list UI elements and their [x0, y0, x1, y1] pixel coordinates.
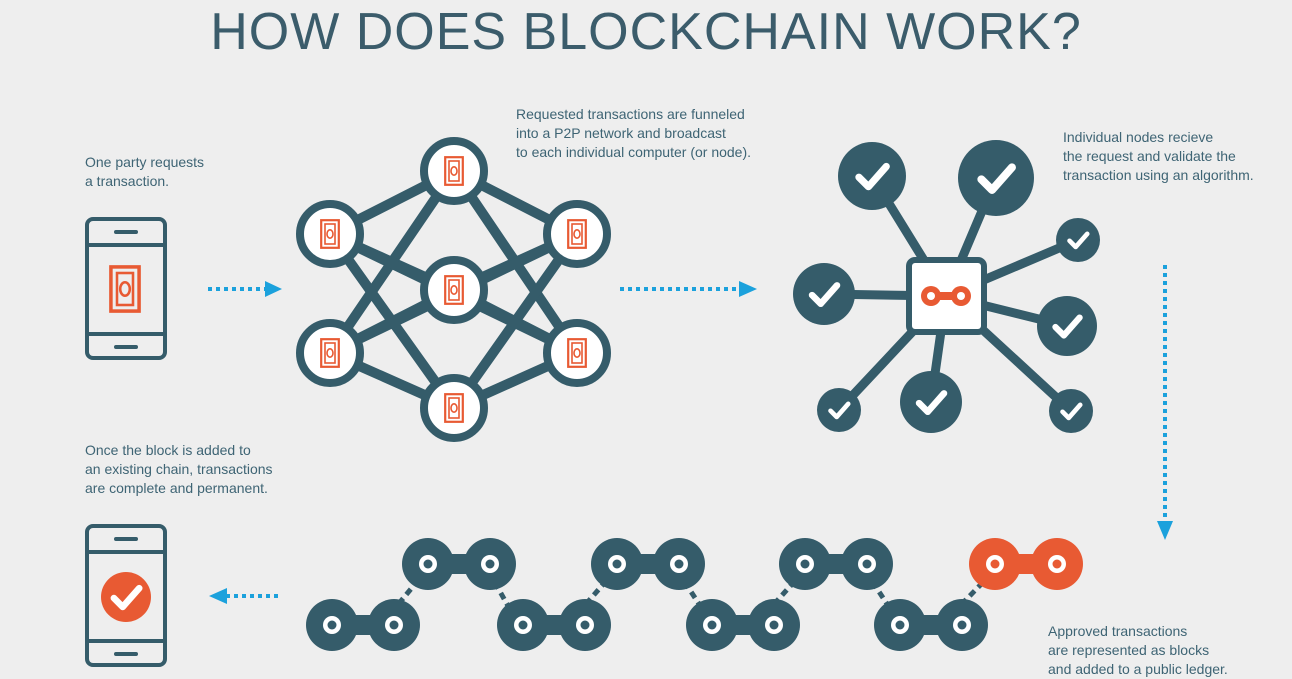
network-node — [543, 200, 611, 268]
validated-node-check-icon — [1056, 218, 1100, 262]
step-1-description: One party requests a transaction. — [85, 154, 205, 189]
network-node — [420, 374, 488, 442]
validated-node-check-icon — [1037, 296, 1097, 356]
p2p-network — [296, 137, 611, 442]
network-node — [420, 137, 488, 205]
checkmark-icon — [101, 572, 151, 622]
validation-hub — [793, 140, 1100, 433]
chain-block-link-icon — [874, 599, 988, 651]
blockchain-ledger — [306, 538, 1083, 651]
arrow-down — [1157, 265, 1173, 540]
validated-node-check-icon — [900, 371, 962, 433]
chain-block-link-icon — [402, 538, 516, 590]
network-node — [296, 319, 364, 387]
arrow-right-2 — [620, 281, 757, 297]
step-5-description: Once the block is added to an existing c… — [85, 442, 273, 496]
step-3-description: Individual nodes recieve the request and… — [1063, 129, 1254, 183]
validated-node-check-icon — [838, 142, 906, 210]
new-block-link-icon — [969, 538, 1083, 590]
phone-request-icon — [85, 217, 167, 360]
chain-block-link-icon — [686, 599, 800, 651]
chain-block-link-icon — [779, 538, 893, 590]
page-title: HOW DOES BLOCKCHAIN WORK? — [210, 3, 1082, 61]
chain-block-link-icon — [591, 538, 705, 590]
chain-block-link-icon — [497, 599, 611, 651]
network-node — [543, 319, 611, 387]
validated-node-check-icon — [817, 388, 861, 432]
money-icon — [109, 265, 141, 313]
phone-complete-icon — [85, 524, 167, 667]
chain-block-link-icon — [306, 599, 420, 651]
validated-node-check-icon — [793, 263, 855, 325]
arrow-left — [209, 588, 282, 604]
validated-node-check-icon — [958, 140, 1034, 216]
network-node — [420, 256, 488, 324]
step-4-description: Approved transactions are represented as… — [1048, 623, 1228, 677]
validated-node-check-icon — [1049, 389, 1093, 433]
arrow-right-1 — [208, 281, 282, 297]
step-2-description: Requested transactions are funneled into… — [516, 106, 752, 160]
network-node — [296, 200, 364, 268]
